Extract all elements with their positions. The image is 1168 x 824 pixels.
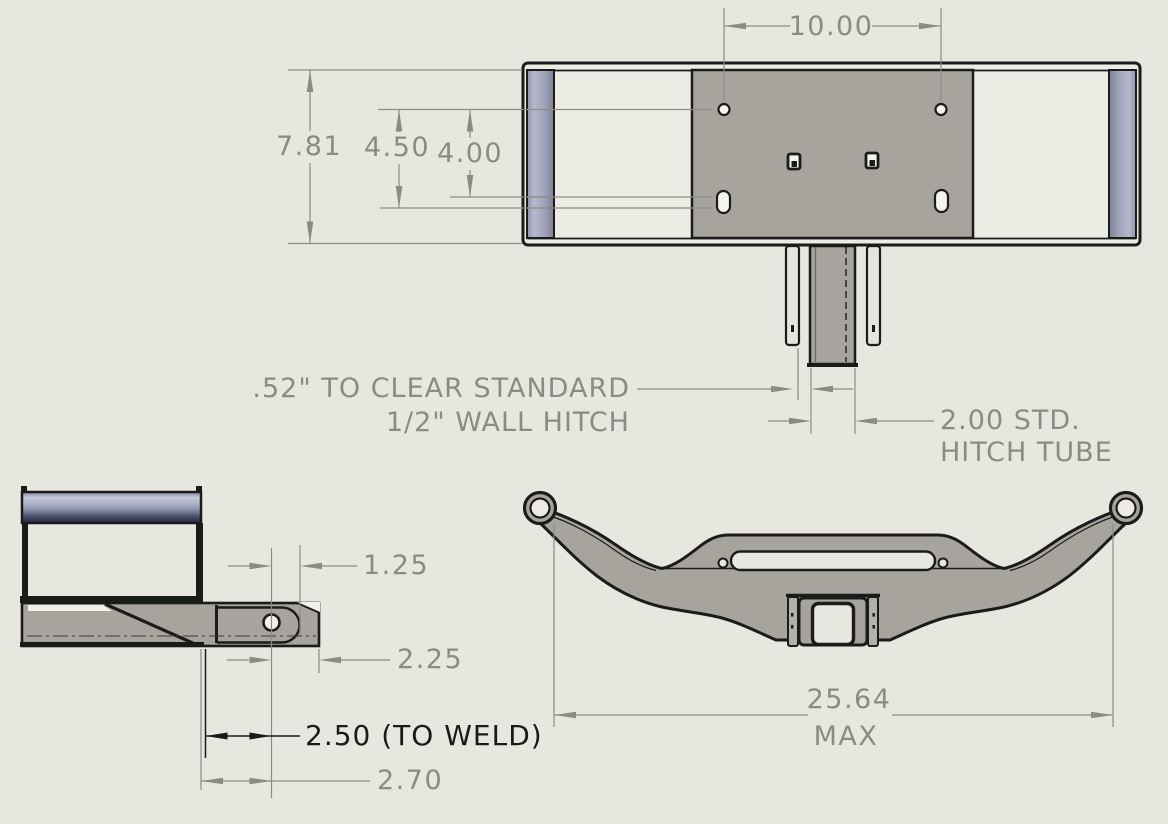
bar-hole-right: [937, 557, 949, 569]
dim-hole-to-inner-end[interactable]: 1.25: [363, 550, 430, 581]
cross-tube-side: [20, 490, 203, 525]
gusset-line: [104, 602, 196, 646]
dim-hole-to-slot-top[interactable]: 4.00: [436, 138, 504, 169]
dim-overall-width[interactable]: 25.64: [806, 684, 892, 715]
receiver-tab-left: [787, 596, 799, 647]
slot-right: [933, 188, 950, 214]
top-view-geometry: [521, 61, 1142, 367]
note-hitch-tube-line2[interactable]: HITCH TUBE: [940, 437, 1113, 468]
receiver-opening: [810, 601, 856, 647]
tube-cap-right: [1108, 69, 1137, 239]
tube-cap-left: [526, 69, 555, 239]
highlighted-dimension-linework: [204, 649, 300, 758]
winch-plate: [690, 68, 975, 240]
clearance-plate-right: [865, 244, 882, 347]
dim-hole-spacing[interactable]: 10.00: [788, 11, 874, 42]
square-hole-left: [786, 152, 802, 171]
slot-left: [715, 189, 732, 215]
dim-overall-depth[interactable]: 7.81: [275, 131, 343, 162]
side-view-geometry: [20, 486, 321, 648]
mount-hole-right: [934, 102, 948, 117]
square-hole-right: [864, 151, 880, 170]
hitch-tube: [808, 244, 857, 366]
clearance-plate-left: [784, 244, 801, 347]
dim-hole-to-tube-end[interactable]: 2.25: [397, 644, 464, 675]
winch-slot: [729, 550, 937, 572]
note-clearance-line2[interactable]: 1/2" WALL HITCH: [385, 407, 630, 438]
dim-hole-to-slot-bottom[interactable]: 4.50: [363, 132, 431, 163]
dimension-linework: [200, 8, 1114, 798]
dim-hole-to-plate-face[interactable]: 2.70: [377, 765, 444, 796]
dim-hole-to-weld[interactable]: 2.50 (TO WELD): [305, 719, 543, 752]
mount-hole-left: [717, 102, 731, 117]
receiver-tab-right: [867, 596, 879, 647]
bar-hole-left: [717, 557, 729, 569]
note-clearance-line1[interactable]: .52" TO CLEAR STANDARD: [252, 373, 630, 404]
dim-overall-width-qualifier[interactable]: MAX: [813, 721, 879, 752]
note-hitch-tube-line1[interactable]: 2.00 STD.: [940, 405, 1081, 436]
front-view-geometry: [522, 490, 1144, 647]
